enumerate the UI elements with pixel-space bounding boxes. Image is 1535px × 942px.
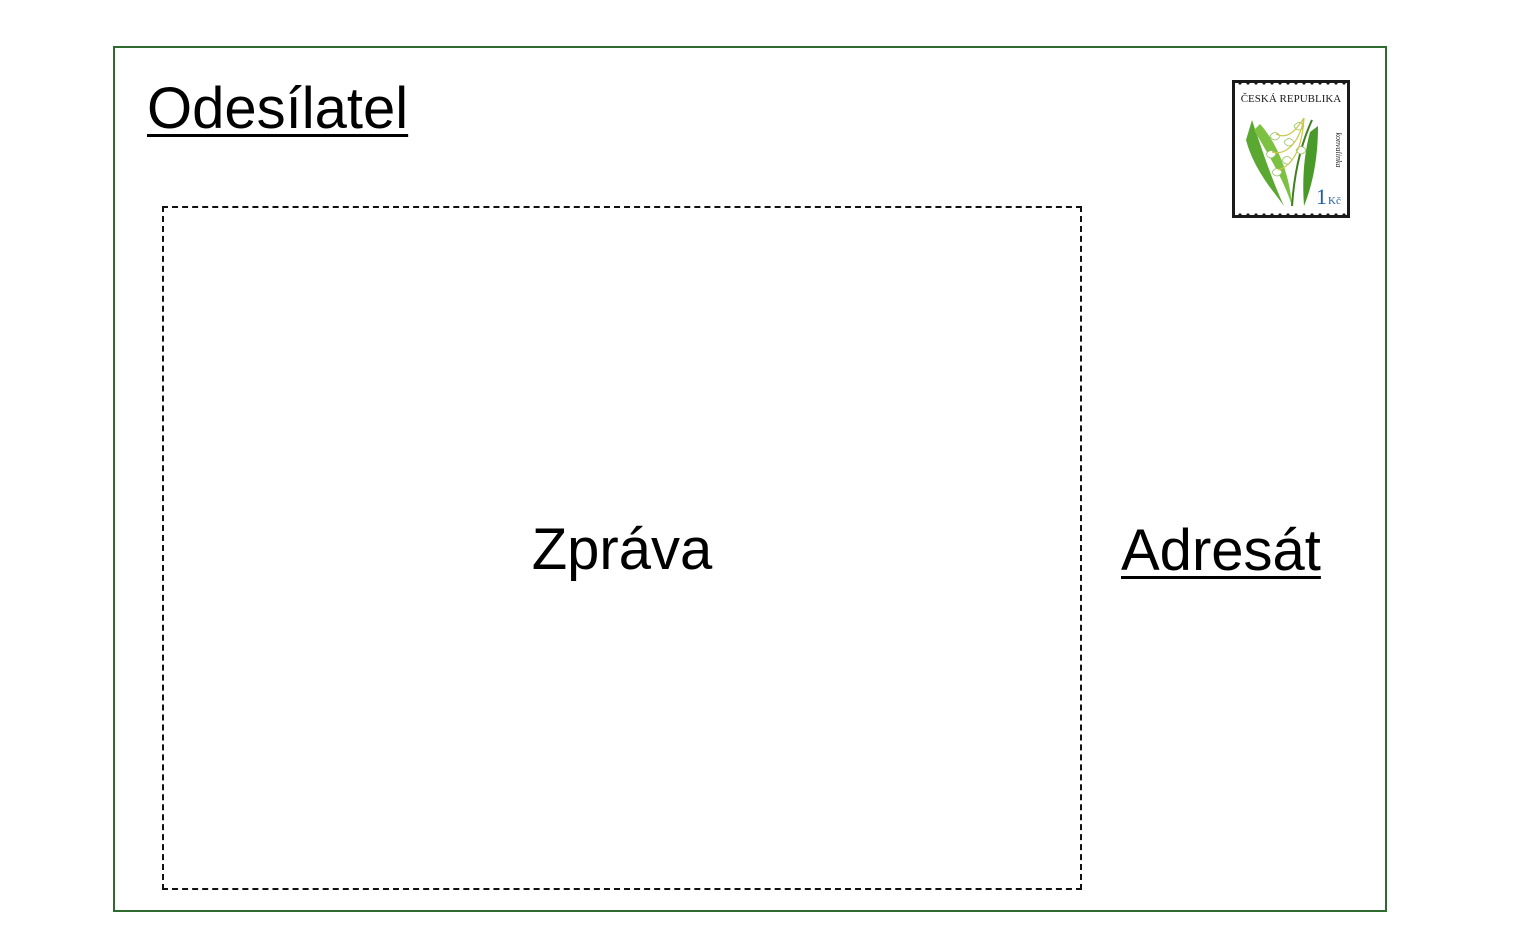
stamp-country-text: ČESKÁ REPUBLIKA — [1241, 93, 1342, 105]
stamp-value-unit: Kč — [1328, 195, 1341, 207]
message-area: Zpráva — [162, 206, 1082, 890]
postcard-frame — [113, 46, 1387, 912]
stamp-flower-stalks — [1271, 117, 1305, 171]
stamp-perforation-dots — [1238, 81, 1346, 217]
message-label: Zpráva — [531, 516, 713, 582]
sender-label: Odesílatel — [147, 76, 409, 141]
stamp-leaf-right — [1303, 126, 1318, 206]
stamp-leaf-left-inner — [1254, 124, 1292, 206]
stamp-plant-name: konvalinka — [1334, 132, 1343, 167]
postage-stamp: ČESKÁ REPUBLIKA konvalinka 1 Kč — [1232, 80, 1350, 218]
addressee-label: Adresát — [1121, 518, 1321, 583]
stamp-leaf-left — [1246, 120, 1284, 206]
stamp-value-number: 1 — [1316, 184, 1327, 209]
stamp-stem — [1291, 119, 1313, 207]
